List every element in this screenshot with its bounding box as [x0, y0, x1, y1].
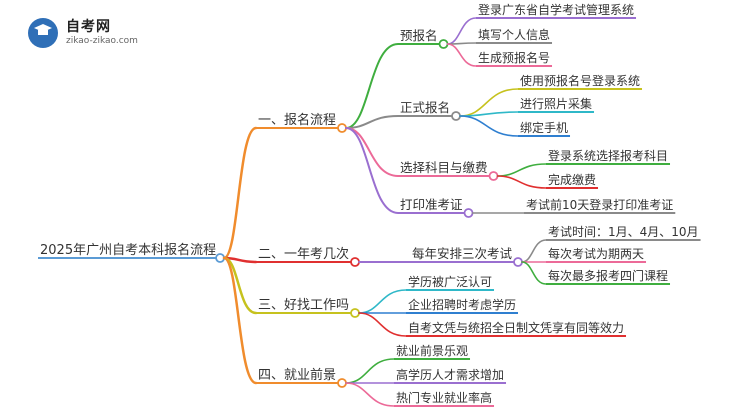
root-node: 2025年广州自考本科报名流程 — [40, 242, 216, 258]
branch-4-node: 四、就业前景 — [258, 367, 336, 383]
branch-1-sub-4-node: 打印准考证 — [400, 197, 463, 212]
branch-1-sub-2-leaf-1: 使用预报名号登录系统 — [520, 73, 640, 88]
branch-2-sub-1-node: 每年安排三次考试 — [412, 246, 513, 261]
branch-1-dot — [337, 123, 347, 133]
branch-1-sub-2-dot — [451, 111, 461, 121]
branch-1-sub-1-leaf-3: 生成预报名号 — [478, 50, 550, 65]
branch-1-sub-4-leaf-1: 考试前10天登录打印准考证 — [526, 197, 673, 212]
branch-1-sub-4-dot — [463, 208, 474, 218]
branch-3-leaf-1: 学历被广泛认可 — [408, 274, 492, 289]
branch-3-leaf-2: 企业招聘时考虑学历 — [408, 297, 516, 312]
logo-badge-icon — [28, 18, 58, 48]
branch-1-sub-1-leaf-1: 登录广东省自学考试管理系统 — [478, 2, 634, 17]
branch-1-sub-3-leaf-1: 登录系统选择报考科目 — [548, 148, 668, 163]
branch-1-sub-3-leaf-2: 完成缴费 — [548, 172, 596, 187]
link-branch-4-leaf-3 — [345, 382, 395, 407]
link-branch-2-sub-1-leaf-1 — [521, 239, 547, 263]
branch-4-leaf-1: 就业前景乐观 — [396, 343, 468, 358]
link-branch-3-leaf-3 — [358, 312, 407, 337]
link-root-branch-4 — [222, 256, 258, 385]
link-branch-2-sub-1-leaf-3 — [521, 261, 547, 285]
branch-1-node: 一、报名流程 — [258, 112, 336, 128]
branch-4-leaf-2: 高学历人才需求增加 — [396, 367, 504, 382]
branch-1-sub-3-dot — [488, 171, 499, 181]
link-branch-1-sub-1 — [345, 43, 399, 129]
logo-site: zikao-zikao.com — [66, 36, 138, 46]
branch-1-sub-2-leaf-3: 绑定手机 — [520, 120, 568, 135]
branch-2-node: 二、一年考几次 — [258, 246, 349, 262]
link-branch-4-leaf-1 — [345, 358, 395, 384]
branch-2-dot — [350, 257, 360, 267]
link-branch-1-sub-3-leaf-2 — [496, 175, 547, 189]
branch-2-sub-1-dot — [513, 257, 523, 267]
branch-3-node: 三、好找工作吗 — [258, 298, 349, 313]
branch-1-sub-2-node: 正式报名 — [400, 100, 450, 115]
branch-1-sub-1-node: 预报名 — [400, 28, 438, 43]
link-branch-1-sub-4 — [345, 127, 399, 214]
link-branch-1-sub-1-leaf-1 — [446, 17, 477, 45]
branch-1-sub-1-dot — [438, 39, 449, 49]
branch-4-leaf-3: 热门专业就业率高 — [396, 390, 492, 405]
site-logo: 自考网 zikao-zikao.com — [28, 18, 158, 52]
branch-1-sub-3-node: 选择科目与缴费 — [400, 160, 488, 175]
branch-1-sub-1-leaf-2: 填写个人信息 — [478, 27, 550, 42]
branch-2-sub-1-leaf-1: 考试时间：1月、4月、10月 — [548, 224, 699, 239]
branch-3-leaf-3: 自考文凭与统招全日制文凭享有同等效力 — [408, 320, 624, 335]
link-branch-1-sub-2-leaf-3 — [459, 115, 519, 137]
branch-4-dot — [337, 378, 347, 388]
branch-3-dot — [350, 308, 360, 318]
branch-2-sub-1-leaf-2: 每次考试为期两天 — [548, 246, 644, 261]
logo-title: 自考网 — [66, 19, 111, 35]
branch-2-sub-1-leaf-3: 每次最多报考四门课程 — [548, 268, 668, 283]
branch-1-sub-2-leaf-2: 进行照片采集 — [520, 96, 592, 111]
link-branch-1-sub-1-leaf-2 — [446, 42, 477, 45]
link-branch-1-sub-3-leaf-1 — [496, 163, 547, 177]
link-branch-1-sub-1-leaf-3 — [446, 43, 477, 67]
link-branch-1-sub-3 — [345, 127, 399, 177]
link-branch-1-sub-2 — [345, 115, 399, 129]
link-root-branch-1 — [222, 126, 258, 260]
link-branch-3-leaf-1 — [358, 289, 407, 314]
